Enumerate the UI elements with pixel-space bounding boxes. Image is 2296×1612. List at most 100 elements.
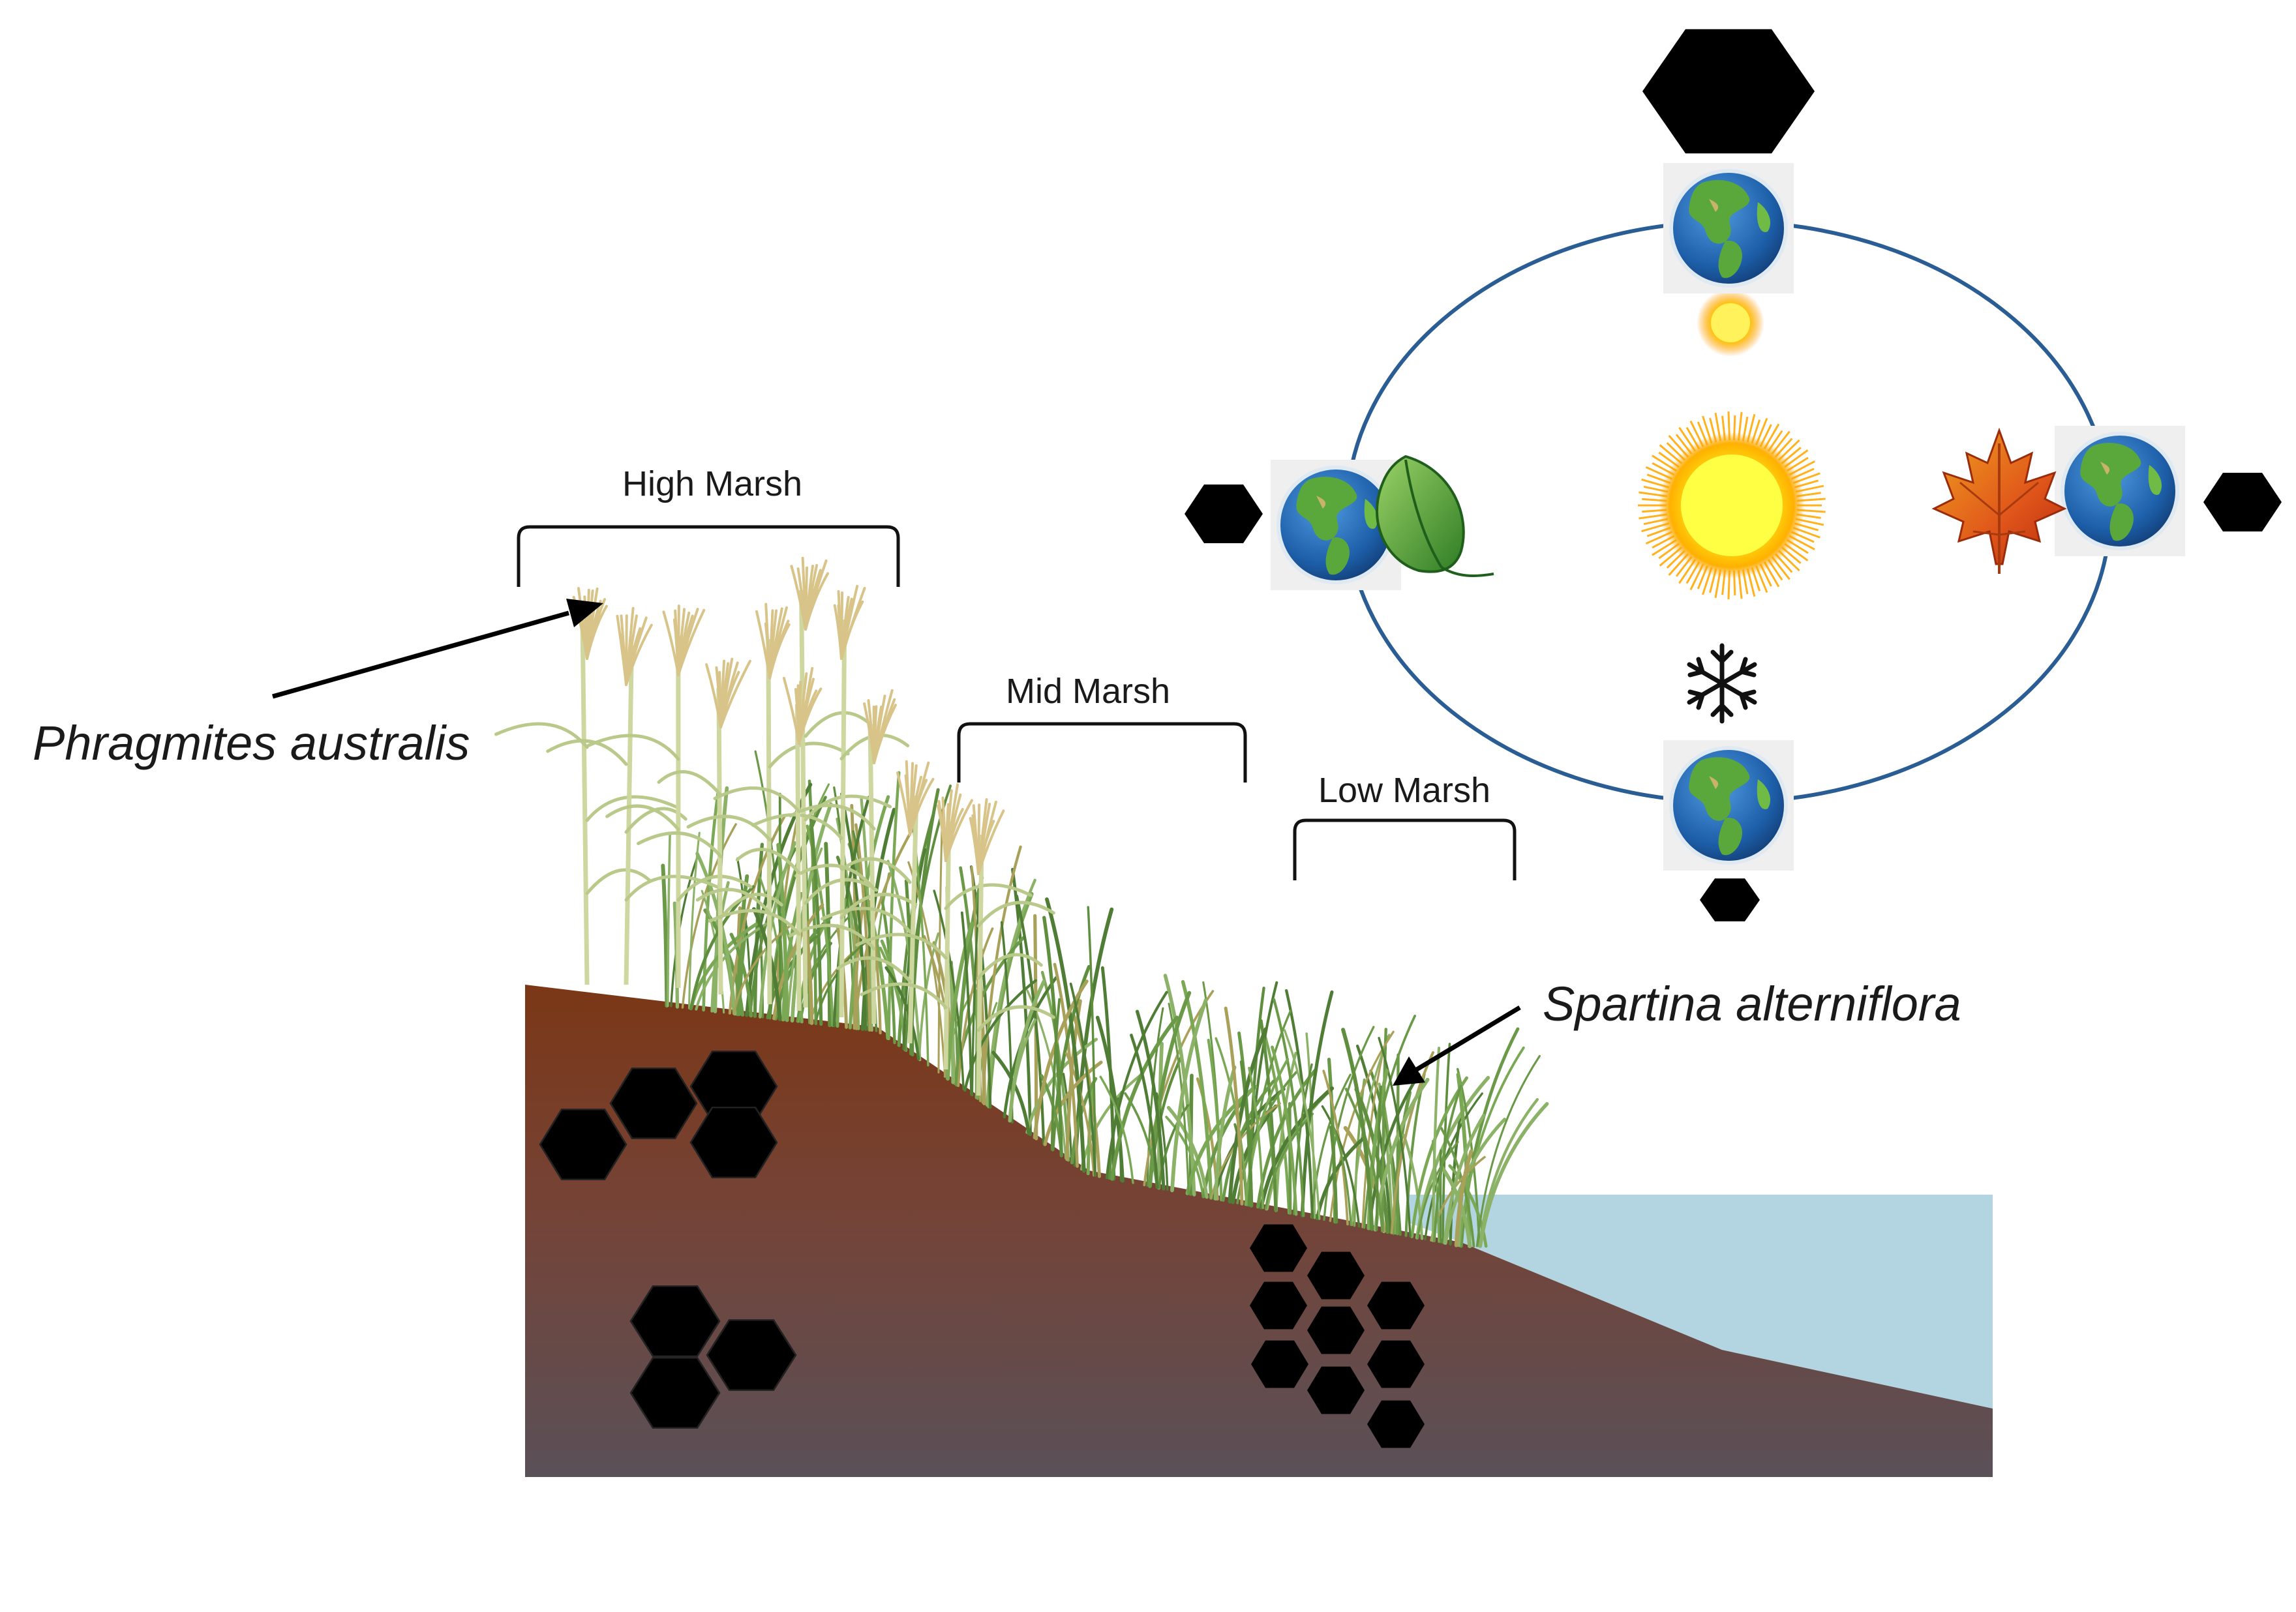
reed-leaf bbox=[546, 739, 628, 766]
phragmites-reeds bbox=[494, 556, 1055, 1096]
grass-blade bbox=[1381, 1028, 1387, 1232]
grass-blade bbox=[1478, 1101, 1549, 1248]
grass-blade bbox=[1310, 1073, 1352, 1219]
reed-leaf bbox=[976, 1005, 1055, 1032]
grass-blade bbox=[1375, 1085, 1382, 1231]
grass-blade bbox=[1443, 1113, 1486, 1245]
reed-stem bbox=[580, 619, 590, 985]
grass-blade bbox=[1273, 998, 1305, 1217]
grass-blade bbox=[1099, 1075, 1134, 1184]
low-marsh-zone: Low Marsh bbox=[1293, 771, 1517, 880]
arrow-head bbox=[1393, 1056, 1425, 1086]
earth-globe-icon bbox=[1663, 740, 1794, 871]
grass-blade bbox=[945, 921, 974, 1081]
high-marsh-label: High Marsh bbox=[622, 464, 802, 503]
reed-plume bbox=[804, 572, 830, 631]
phragmites-arrow bbox=[272, 610, 569, 699]
reed-leaf bbox=[713, 786, 801, 813]
reed-stem bbox=[943, 821, 952, 1070]
water-body bbox=[1409, 1195, 1993, 1409]
sun-icon bbox=[1638, 411, 1826, 599]
reed-leaf bbox=[794, 863, 876, 891]
grass-blade bbox=[1086, 1086, 1095, 1176]
reed-stem bbox=[976, 834, 984, 1096]
grass-blade bbox=[710, 881, 730, 1013]
grass-blade bbox=[1239, 1060, 1254, 1208]
reed-plume bbox=[977, 809, 1005, 875]
reed-leaf bbox=[708, 909, 801, 936]
grass-blade bbox=[884, 966, 920, 1061]
grass-blade bbox=[1329, 1118, 1352, 1226]
phragmites-label: Phragmites australis bbox=[33, 716, 470, 770]
grass-blade bbox=[1135, 1009, 1166, 1191]
reed-plume bbox=[840, 600, 864, 660]
green-leaf-icon bbox=[1376, 455, 1494, 577]
reed-leaf bbox=[944, 883, 1033, 910]
grass-blade bbox=[1259, 1086, 1335, 1210]
arrow-head bbox=[566, 599, 603, 627]
reed-leaf bbox=[821, 906, 912, 934]
reed-leaf bbox=[804, 711, 871, 738]
spartina-arrow bbox=[1415, 1006, 1521, 1071]
grass-blade bbox=[1143, 990, 1215, 1187]
grass-blade bbox=[1043, 1060, 1103, 1146]
grass-blade bbox=[937, 811, 944, 1074]
maple-leaf-icon bbox=[1931, 427, 2067, 574]
reed-stem bbox=[624, 645, 634, 985]
grass-blade bbox=[1042, 916, 1063, 1157]
high-marsh-bracket bbox=[517, 525, 900, 587]
grass-blade bbox=[1271, 1045, 1298, 1216]
reed-leaf bbox=[686, 814, 772, 842]
grass-blade bbox=[853, 826, 916, 1030]
reed-leaf bbox=[768, 741, 850, 769]
reed-leaf bbox=[494, 722, 589, 749]
grass-blade bbox=[1264, 1112, 1314, 1210]
grass-blade bbox=[1383, 1102, 1397, 1235]
reed-leaf bbox=[605, 804, 680, 831]
grass-blade bbox=[1213, 1065, 1237, 1201]
grass-blade bbox=[960, 911, 973, 1096]
reed-plume bbox=[909, 777, 935, 836]
phragmites-callout: Phragmites australis bbox=[33, 599, 603, 770]
grass-blade bbox=[1087, 906, 1096, 1177]
grass-blade bbox=[1431, 1047, 1441, 1242]
grass-blade bbox=[1263, 1035, 1291, 1215]
grass-blade bbox=[1378, 1037, 1412, 1238]
reed-leaf bbox=[637, 831, 723, 858]
reed-leaf bbox=[624, 874, 719, 902]
grass-blade bbox=[1100, 966, 1116, 1181]
grass-blade bbox=[1163, 974, 1196, 1197]
reed-leaf bbox=[585, 734, 680, 761]
seasonal-orbit bbox=[1185, 29, 2282, 921]
grass-blade bbox=[1008, 979, 1046, 1123]
spartina-grass bbox=[661, 750, 1549, 1248]
reed-stem bbox=[766, 638, 772, 1005]
grass-blade bbox=[957, 927, 994, 1087]
reed-stem bbox=[839, 619, 847, 1018]
earth-globe-icon bbox=[1663, 163, 1794, 293]
grass-blade bbox=[1363, 1015, 1417, 1229]
grass-blade bbox=[1045, 897, 1086, 1173]
grass-blade bbox=[991, 1051, 1031, 1135]
grass-blade bbox=[1069, 982, 1096, 1177]
reed-plume bbox=[586, 604, 608, 660]
grass-blade bbox=[768, 796, 827, 1020]
hexagon-icon bbox=[2203, 472, 2282, 532]
reed-leaf bbox=[676, 874, 753, 902]
spartina-callout: Spartina alterniflora bbox=[1393, 977, 1961, 1086]
reed-plume bbox=[768, 623, 791, 679]
grass-blade bbox=[733, 923, 794, 1015]
grass-blade bbox=[1259, 1019, 1278, 1212]
reed-leaf bbox=[695, 888, 772, 915]
grass-blade bbox=[974, 989, 979, 1099]
grass-blade bbox=[1373, 1077, 1430, 1232]
grass-blade bbox=[776, 843, 789, 1022]
grass-blade bbox=[1110, 1015, 1179, 1181]
grass-blade bbox=[1224, 1006, 1244, 1206]
grass-blade bbox=[1170, 998, 1208, 1193]
grass-blade bbox=[1344, 1088, 1384, 1232]
grass-blade bbox=[1181, 979, 1213, 1200]
reed-leaf bbox=[657, 770, 723, 797]
grass-blade bbox=[1354, 1087, 1390, 1234]
grass-blade bbox=[854, 823, 872, 1032]
